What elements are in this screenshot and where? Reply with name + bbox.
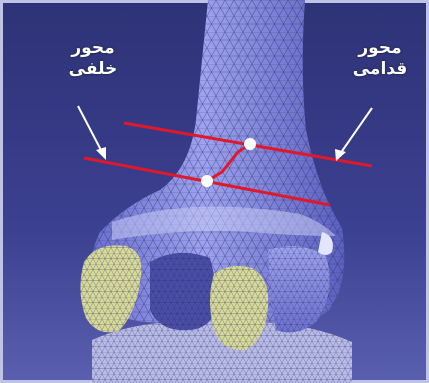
posterior-axis-label-line2: خلفی xyxy=(58,59,128,80)
intercondylar-notch xyxy=(150,253,220,330)
anterior-axis-label-line1: محور xyxy=(340,38,420,59)
posterior-axis-point xyxy=(201,175,213,187)
anterior-axis-point xyxy=(244,138,256,150)
posterior-axis-label: محور خلفی xyxy=(58,38,128,80)
anterior-axis-label-line2: قدامی xyxy=(340,59,420,80)
anterior-axis-label: محور قدامی xyxy=(340,38,420,80)
posterior-axis-label-line1: محور xyxy=(58,38,128,59)
